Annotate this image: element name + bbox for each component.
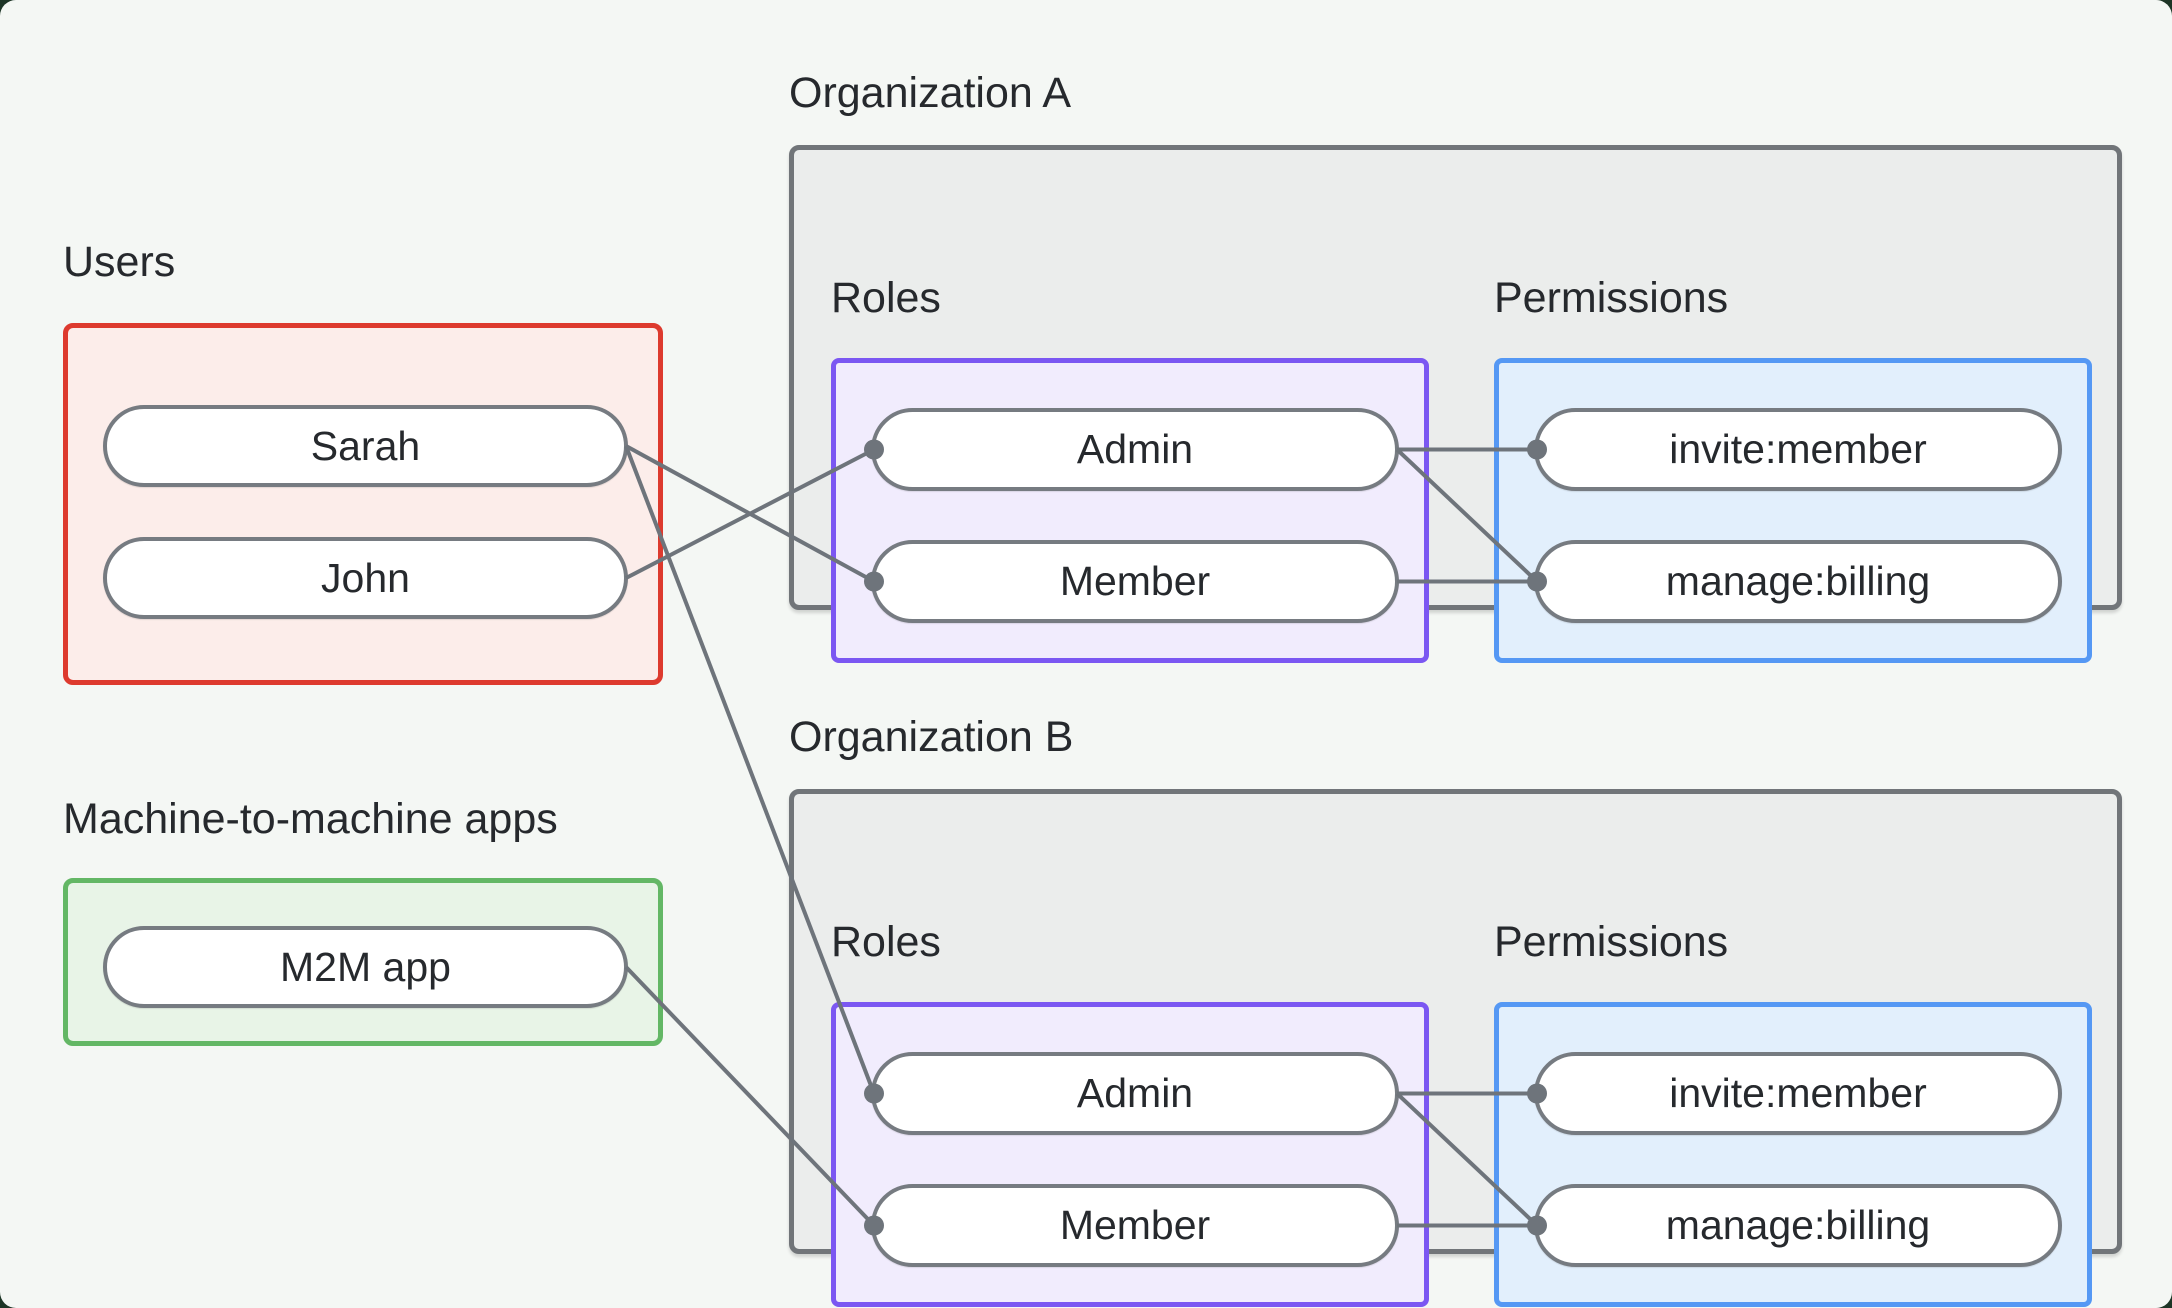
organization-b-roles-label: Roles — [831, 918, 941, 966]
users-group-label: Users — [63, 238, 176, 286]
org-a-permission-pill-manage-billing: manage:billing — [1534, 540, 2062, 623]
org-b-permission-pill-manage-billing: manage:billing — [1534, 1184, 2062, 1267]
m2m-group-box: M2M app — [63, 878, 663, 1046]
m2m-group-label: Machine-to-machine apps — [63, 795, 558, 843]
organization-a-permissions-label: Permissions — [1494, 274, 1729, 322]
users-group-box: Sarah John — [63, 323, 663, 685]
m2m-app-pill: M2M app — [103, 926, 628, 1008]
org-b-permission-pill-invite-member: invite:member — [1534, 1052, 2062, 1135]
org-a-role-pill-member: Member — [871, 540, 1399, 623]
org-a-role-pill-admin: Admin — [871, 408, 1399, 491]
organization-b-permissions-label: Permissions — [1494, 918, 1729, 966]
organization-b-permissions-box: invite:member manage:billing — [1494, 1002, 2092, 1307]
organization-b-box: Roles Admin Member Permissions invite:me… — [789, 789, 2122, 1307]
organization-a-title: Organization A — [789, 69, 1072, 117]
organization-a-box: Roles Admin Member Permissions invite:me… — [789, 145, 2122, 663]
user-pill-sarah: Sarah — [103, 405, 628, 487]
org-b-role-pill-member: Member — [871, 1184, 1399, 1267]
organization-a-permissions-box: invite:member manage:billing — [1494, 358, 2092, 663]
org-a-permission-pill-invite-member: invite:member — [1534, 408, 2062, 491]
organization-a-roles-label: Roles — [831, 274, 941, 322]
org-b-role-pill-admin: Admin — [871, 1052, 1399, 1135]
user-pill-john: John — [103, 537, 628, 619]
organization-b-roles-box: Admin Member — [831, 1002, 1429, 1307]
organization-a-roles-box: Admin Member — [831, 358, 1429, 663]
organization-b-title: Organization B — [789, 713, 1074, 761]
